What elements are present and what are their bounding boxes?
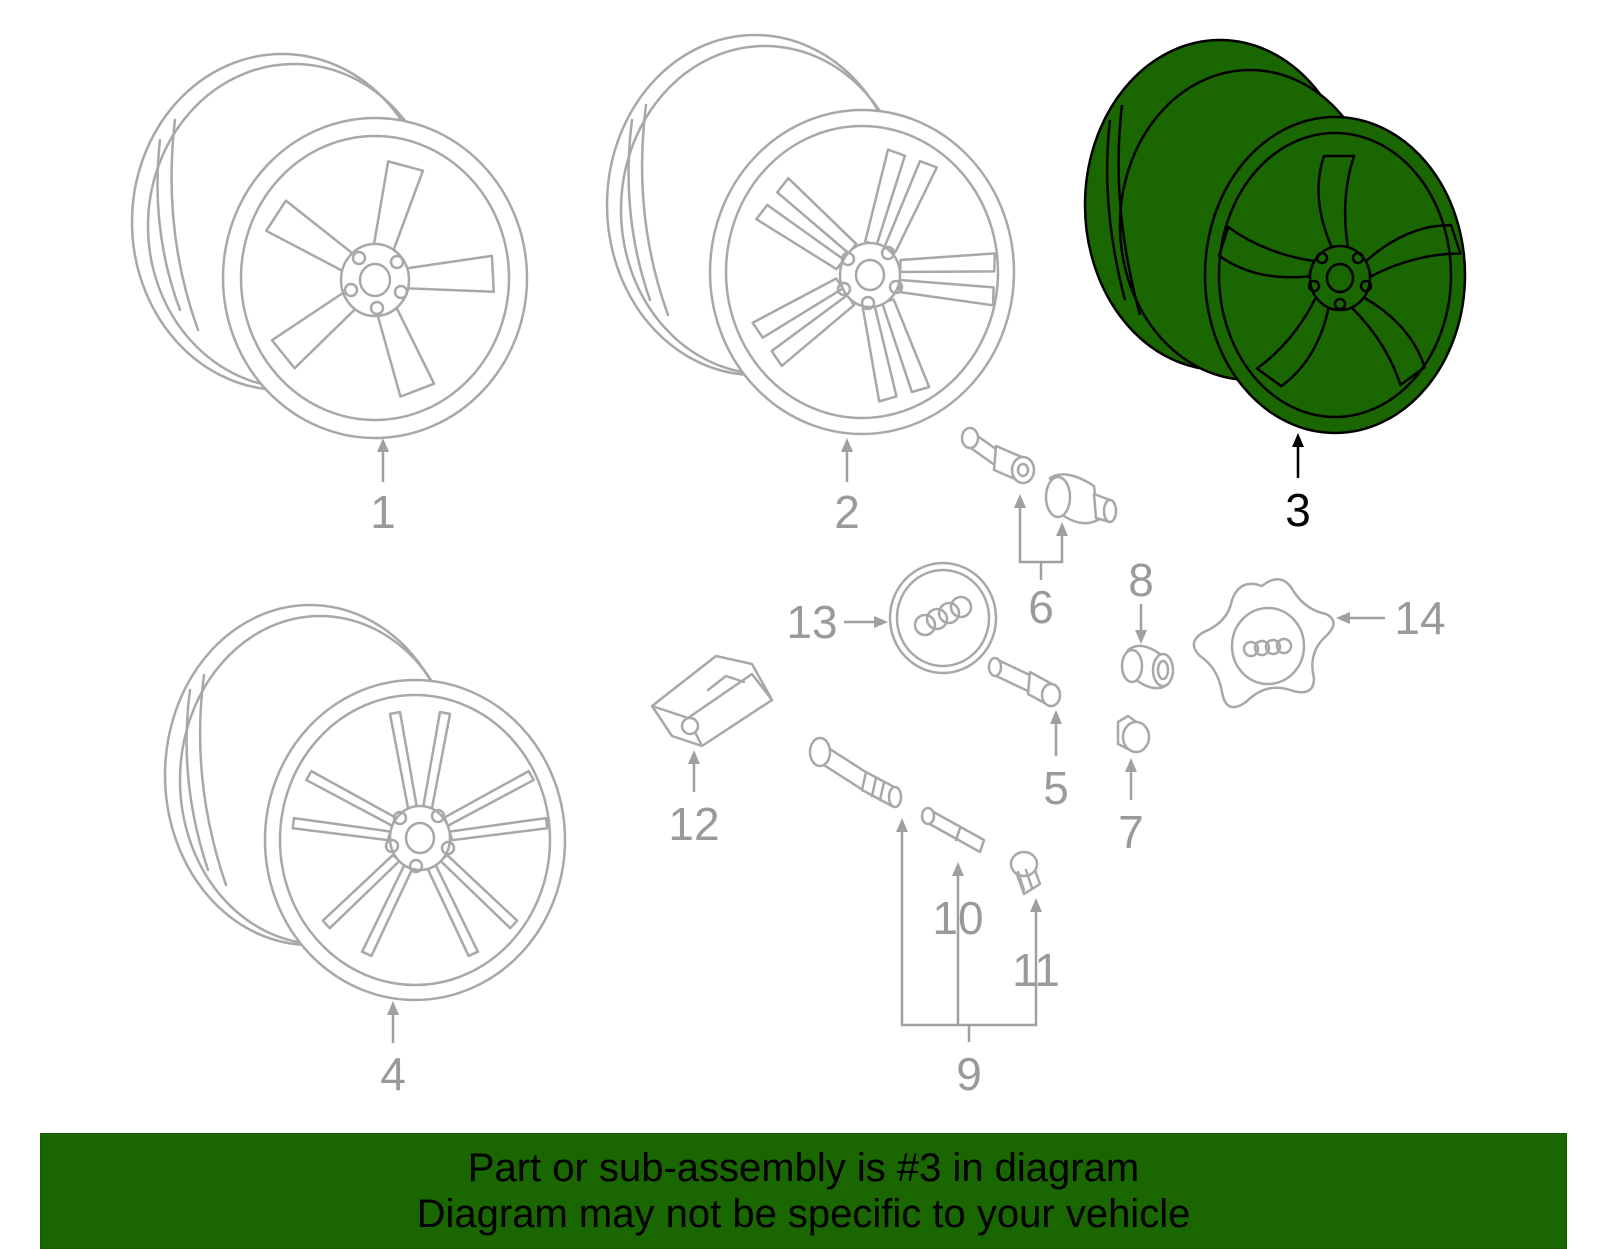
banner-line-part: Part or sub-assembly is #3 in diagram: [467, 1146, 1140, 1190]
leader-arrow-14: [1336, 612, 1385, 624]
valve-cap-icon[interactable]: [1009, 850, 1042, 896]
callout-6[interactable]: 6: [1028, 581, 1054, 633]
callout-2[interactable]: 2: [834, 486, 860, 538]
center-cap-star-icon[interactable]: [1192, 578, 1335, 709]
bolt-5-icon[interactable]: [987, 656, 1062, 708]
callout-7[interactable]: 7: [1118, 806, 1144, 858]
valve-core-icon[interactable]: [920, 806, 986, 854]
callout-1[interactable]: 1: [370, 486, 396, 538]
leader-arrow-12: [688, 750, 700, 792]
leader-arrow-1: [377, 438, 389, 482]
info-banner: Part or sub-assembly is #3 in diagram Di…: [40, 1133, 1567, 1249]
leader-arrow-7: [1125, 758, 1137, 800]
leader-arrow-8: [1135, 604, 1147, 644]
center-cap-round-icon[interactable]: [888, 561, 998, 675]
locking-bolt-key-icon[interactable]: [1044, 473, 1118, 525]
parts-diagram: 1 2: [130, 33, 1467, 1100]
leader-bracket-9: [896, 818, 1042, 1042]
bolt-cap-8-icon[interactable]: [1120, 644, 1175, 690]
callout-8[interactable]: 8: [1128, 554, 1154, 606]
callout-3[interactable]: 3: [1285, 484, 1311, 536]
callout-9[interactable]: 9: [956, 1048, 982, 1100]
callout-12[interactable]: 12: [668, 798, 719, 850]
leader-bracket-6: [1014, 494, 1068, 580]
leader-arrow-4: [387, 1001, 399, 1043]
tpms-sensor-icon[interactable]: [650, 654, 774, 748]
callout-14[interactable]: 14: [1394, 592, 1445, 644]
callout-5[interactable]: 5: [1043, 762, 1069, 814]
callout-4[interactable]: 4: [380, 1048, 406, 1100]
leader-arrow-3: [1292, 433, 1304, 478]
wheel-1-icon[interactable]: [130, 52, 529, 440]
wheel-3-highlighted-icon[interactable]: [1083, 38, 1467, 435]
banner-line-disclaimer: Diagram may not be specific to your vehi…: [416, 1192, 1191, 1236]
callout-10[interactable]: 10: [932, 892, 983, 944]
locking-bolt-icon[interactable]: [960, 426, 1036, 485]
leader-arrow-2: [841, 438, 853, 482]
callout-11[interactable]: 11: [1012, 944, 1060, 996]
bolt-cap-7-icon[interactable]: [1116, 714, 1151, 754]
wheel-4-icon[interactable]: [163, 603, 567, 1002]
callout-13[interactable]: 13: [786, 596, 837, 648]
valve-stem-icon[interactable]: [808, 736, 903, 809]
leader-arrow-13: [844, 616, 888, 628]
wheel-2-icon[interactable]: [605, 33, 1016, 436]
leader-arrow-5: [1050, 710, 1062, 756]
